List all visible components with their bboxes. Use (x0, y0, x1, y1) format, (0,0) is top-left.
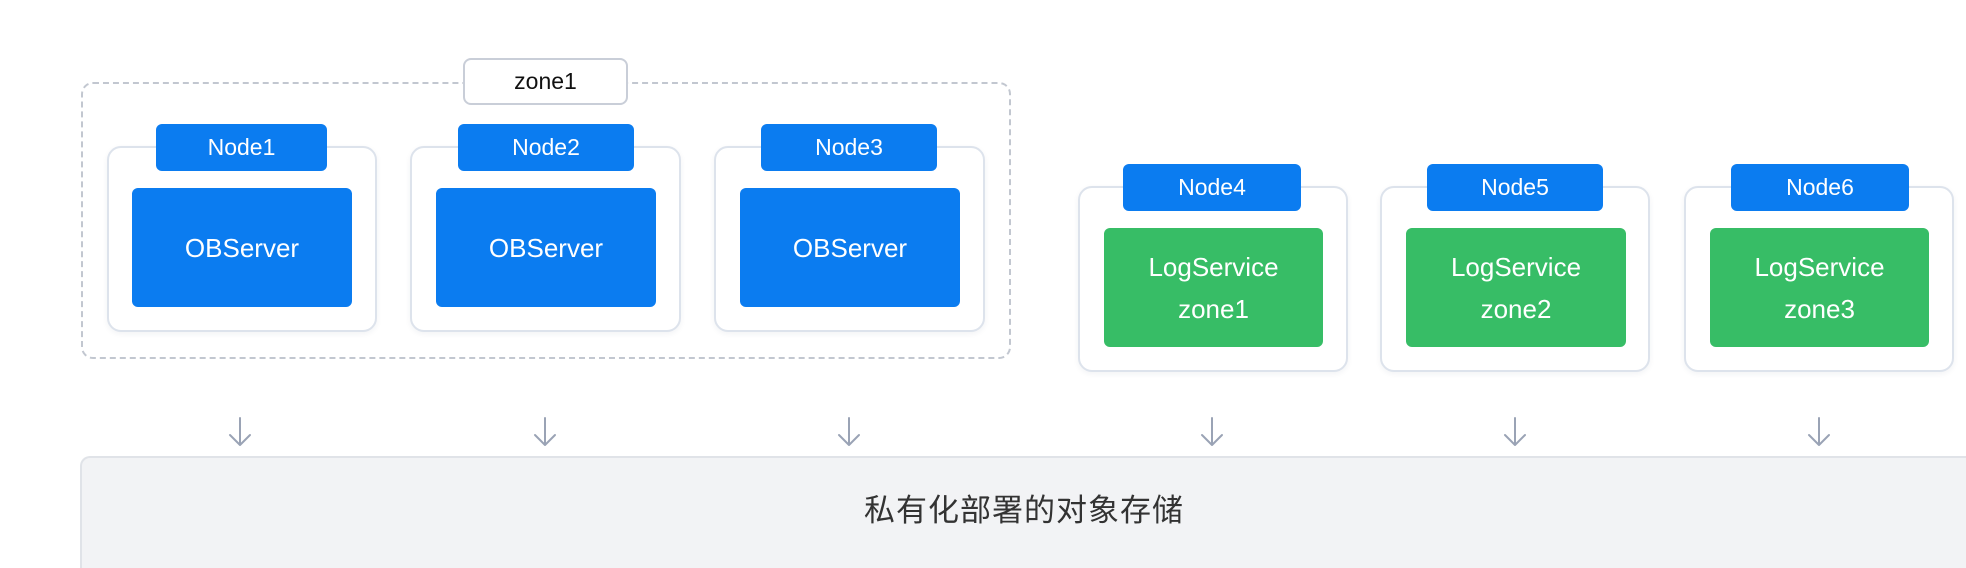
node4-service-line1: LogService (1148, 251, 1279, 282)
node6-tag: Node6 (1731, 164, 1909, 211)
arrow-down-icon (1201, 417, 1223, 446)
node2-service-line1: OBServer (488, 232, 604, 263)
arrow-down-icon (229, 417, 251, 446)
node5-service-line2: zone2 (1480, 293, 1552, 324)
node5-logservice: LogService zone2 (1406, 228, 1626, 347)
arrow-down-icon (534, 417, 556, 446)
node6-service-line1: LogService (1754, 251, 1885, 282)
node3-tag: Node3 (761, 124, 937, 171)
node1-service-line1: OBServer (184, 232, 300, 263)
zone1-group-label: zone1 (463, 58, 628, 105)
node4-service-line2: zone1 (1178, 293, 1249, 324)
node4-tag: Node4 (1123, 164, 1301, 211)
node6-service-line2: zone3 (1784, 293, 1855, 324)
object-storage-block: 私有化部署的对象存储 (80, 456, 1966, 568)
node4-logservice: LogService zone1 (1104, 228, 1323, 347)
node1-tag: Node1 (156, 124, 327, 171)
node6-logservice: LogService zone3 (1710, 228, 1929, 347)
node5-service-line1: LogService (1450, 251, 1582, 282)
node2-tag: Node2 (458, 124, 634, 171)
node5-tag: Node5 (1427, 164, 1603, 211)
node3-service-line1: OBServer (792, 232, 908, 263)
arrow-down-icon (1504, 417, 1526, 446)
arrow-down-icon (838, 417, 860, 446)
arrow-down-icon (1808, 417, 1830, 446)
object-storage-label: 私有化部署的对象存储 (864, 492, 1184, 529)
node1-observer: OBServer (132, 188, 352, 307)
node2-observer: OBServer (436, 188, 656, 307)
node3-observer: OBServer (740, 188, 960, 307)
